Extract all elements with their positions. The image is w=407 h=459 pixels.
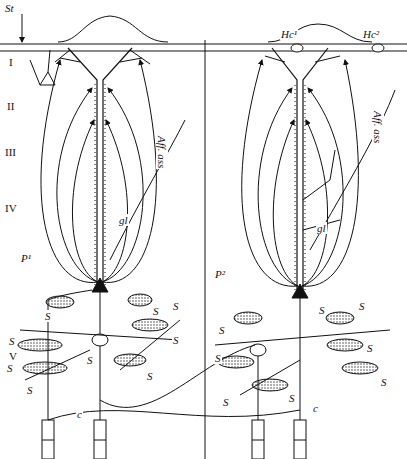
synapse-label: S	[380, 376, 388, 388]
synapse-label: S	[146, 370, 154, 382]
callout-label: Aff. ass	[156, 135, 168, 169]
callout-label: gl	[316, 222, 327, 234]
callout-label: P²	[214, 268, 226, 280]
synapse-label: S	[6, 362, 14, 374]
synapse-label: S	[318, 304, 326, 316]
callout-label: c	[312, 402, 319, 414]
synapse-label: S	[152, 305, 160, 317]
synapse-label: S	[218, 324, 226, 336]
synapse-label: S	[288, 392, 296, 404]
synapse-label: S	[86, 354, 94, 366]
layer-number: I	[8, 56, 14, 68]
callout-label: St	[4, 2, 15, 14]
callout-label: Hc²	[362, 28, 380, 40]
synapse-label: S	[172, 334, 180, 346]
synapse-label: S	[222, 396, 230, 408]
layer-number: IV	[4, 202, 18, 214]
callout-label: gl	[118, 214, 129, 226]
layer-number: V	[8, 350, 18, 362]
synapse-label: S	[44, 310, 52, 322]
callout-label: c	[76, 408, 83, 420]
layer-number: III	[4, 146, 17, 158]
synapse-label: S	[172, 300, 180, 312]
layer-number: II	[6, 100, 15, 112]
synapse-label: S	[214, 352, 222, 364]
synapse-label: S	[366, 342, 374, 354]
synapse-label: S	[358, 300, 366, 312]
callout-label: Hc¹	[280, 28, 298, 40]
synapse-label: S	[26, 384, 34, 396]
synapse-label: S	[8, 335, 16, 347]
callout-label: Aff. ass	[372, 110, 384, 144]
callout-label: P¹	[20, 252, 32, 264]
